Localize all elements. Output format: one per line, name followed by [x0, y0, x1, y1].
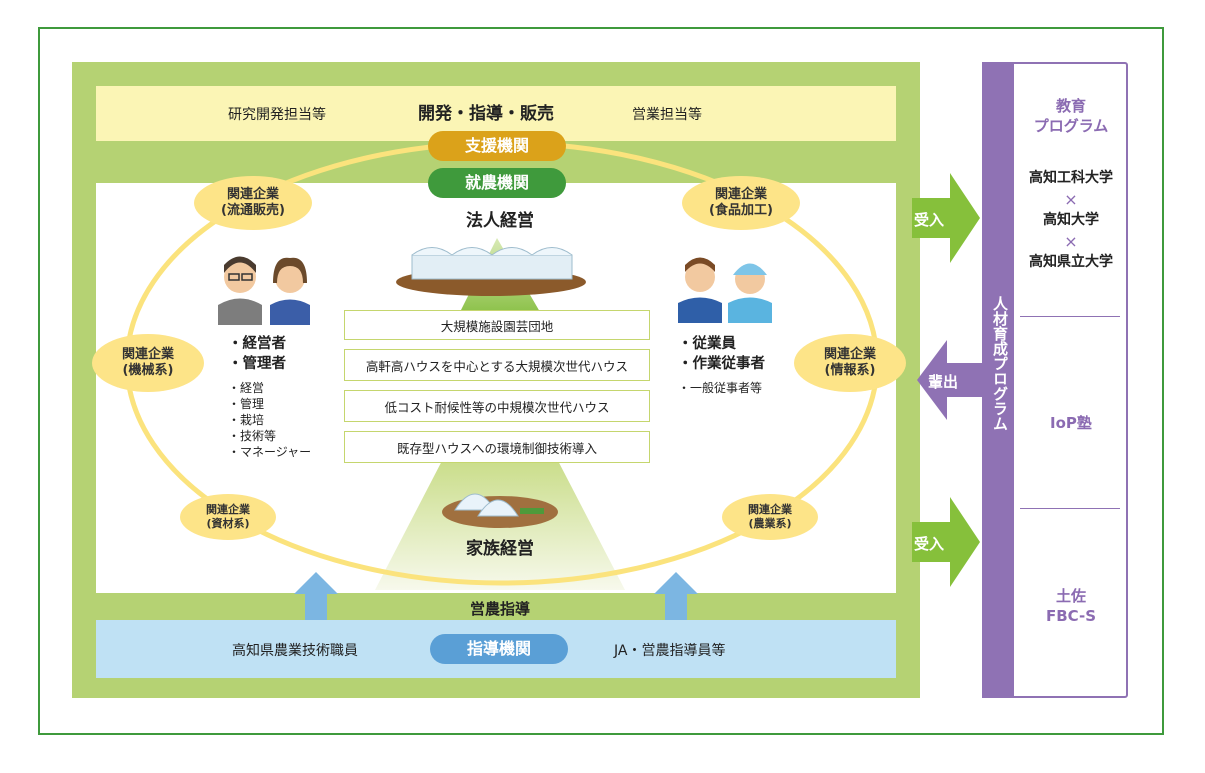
accept-label-top: 受入	[914, 211, 945, 229]
iop-school-label: IoP塾	[1050, 414, 1092, 432]
sidebar-divider-2	[1020, 508, 1120, 509]
bubble-food-processing: 関連企業(食品加工)	[682, 176, 800, 230]
tier-large-nextgen: 高軒高ハウスを中心とする大規模次世代ハウス	[344, 349, 650, 381]
farm-guidance-title: 営農指導	[469, 600, 530, 618]
sidebar-divider-1	[1020, 316, 1120, 317]
outer-frame	[38, 27, 1164, 735]
worker-roles: ・従業員 ・作業従事者	[678, 336, 765, 372]
corporate-management-label: 法人経営	[466, 211, 534, 231]
manager-person-icon	[218, 256, 262, 325]
ja-staff-label: JA・営農指導員等	[614, 643, 726, 659]
rnd-label: 研究開発担当等	[228, 107, 326, 123]
manager-duties: ・経営 ・管理 ・栽培 ・技術等 ・マネージャー	[228, 381, 312, 459]
family-management-label: 家族経営	[466, 539, 534, 559]
accept-label-bottom: 受入	[914, 535, 945, 553]
training-program-title: 人材育成プログラム	[991, 296, 1009, 431]
farming-organization-label: 就農機関	[428, 168, 566, 198]
bubble-distribution: 関連企業(流通販売)	[194, 176, 312, 230]
tier-existing-house: 既存型ハウスへの環境制御技術導入	[344, 431, 650, 463]
development-title: 開発・指導・販売	[418, 104, 554, 124]
tosa-fbc-label: 土佐 FBC-S	[1045, 587, 1097, 625]
manager-woman-icon	[270, 257, 310, 325]
education-program-title: 教育 プログラム	[1033, 97, 1109, 135]
accept-arrow-top	[912, 173, 980, 263]
worker-man-icon	[678, 257, 722, 323]
output-arrow	[917, 340, 982, 420]
guidance-arrow-left	[294, 572, 338, 622]
tier-medium-nextgen: 低コスト耐候性等の中規模次世代ハウス	[344, 390, 650, 422]
greenhouse-large-icon	[396, 247, 586, 296]
bubble-agriculture: 関連企業(農業系)	[722, 494, 818, 540]
sales-label: 営業担当等	[632, 107, 702, 123]
guidance-arrow-right	[654, 572, 698, 622]
guidance-organization-label: 指導機関	[430, 634, 568, 664]
bubble-materials: 関連企業(資材系)	[180, 494, 276, 540]
support-organization-label: 支援機関	[428, 131, 566, 161]
bubble-machinery: 関連企業(機械系)	[92, 334, 204, 392]
output-label: 輩出	[928, 373, 959, 391]
manager-roles: ・経営者 ・管理者	[228, 336, 286, 372]
worker-woman-icon	[728, 263, 772, 323]
greenhouse-small-icon	[442, 493, 558, 528]
training-program-strip	[982, 62, 1014, 698]
prefecture-staff-label: 高知県農業技術職員	[232, 643, 358, 659]
worker-general: ・一般従事者等	[678, 381, 763, 395]
university-list: 高知工科大学 × 高知大学 × 高知県立大学	[1029, 170, 1113, 270]
accept-arrow-bottom	[912, 497, 980, 587]
bubble-information: 関連企業(情報系)	[794, 334, 906, 392]
tier-large-complex: 大規模施設園芸団地	[344, 310, 650, 340]
